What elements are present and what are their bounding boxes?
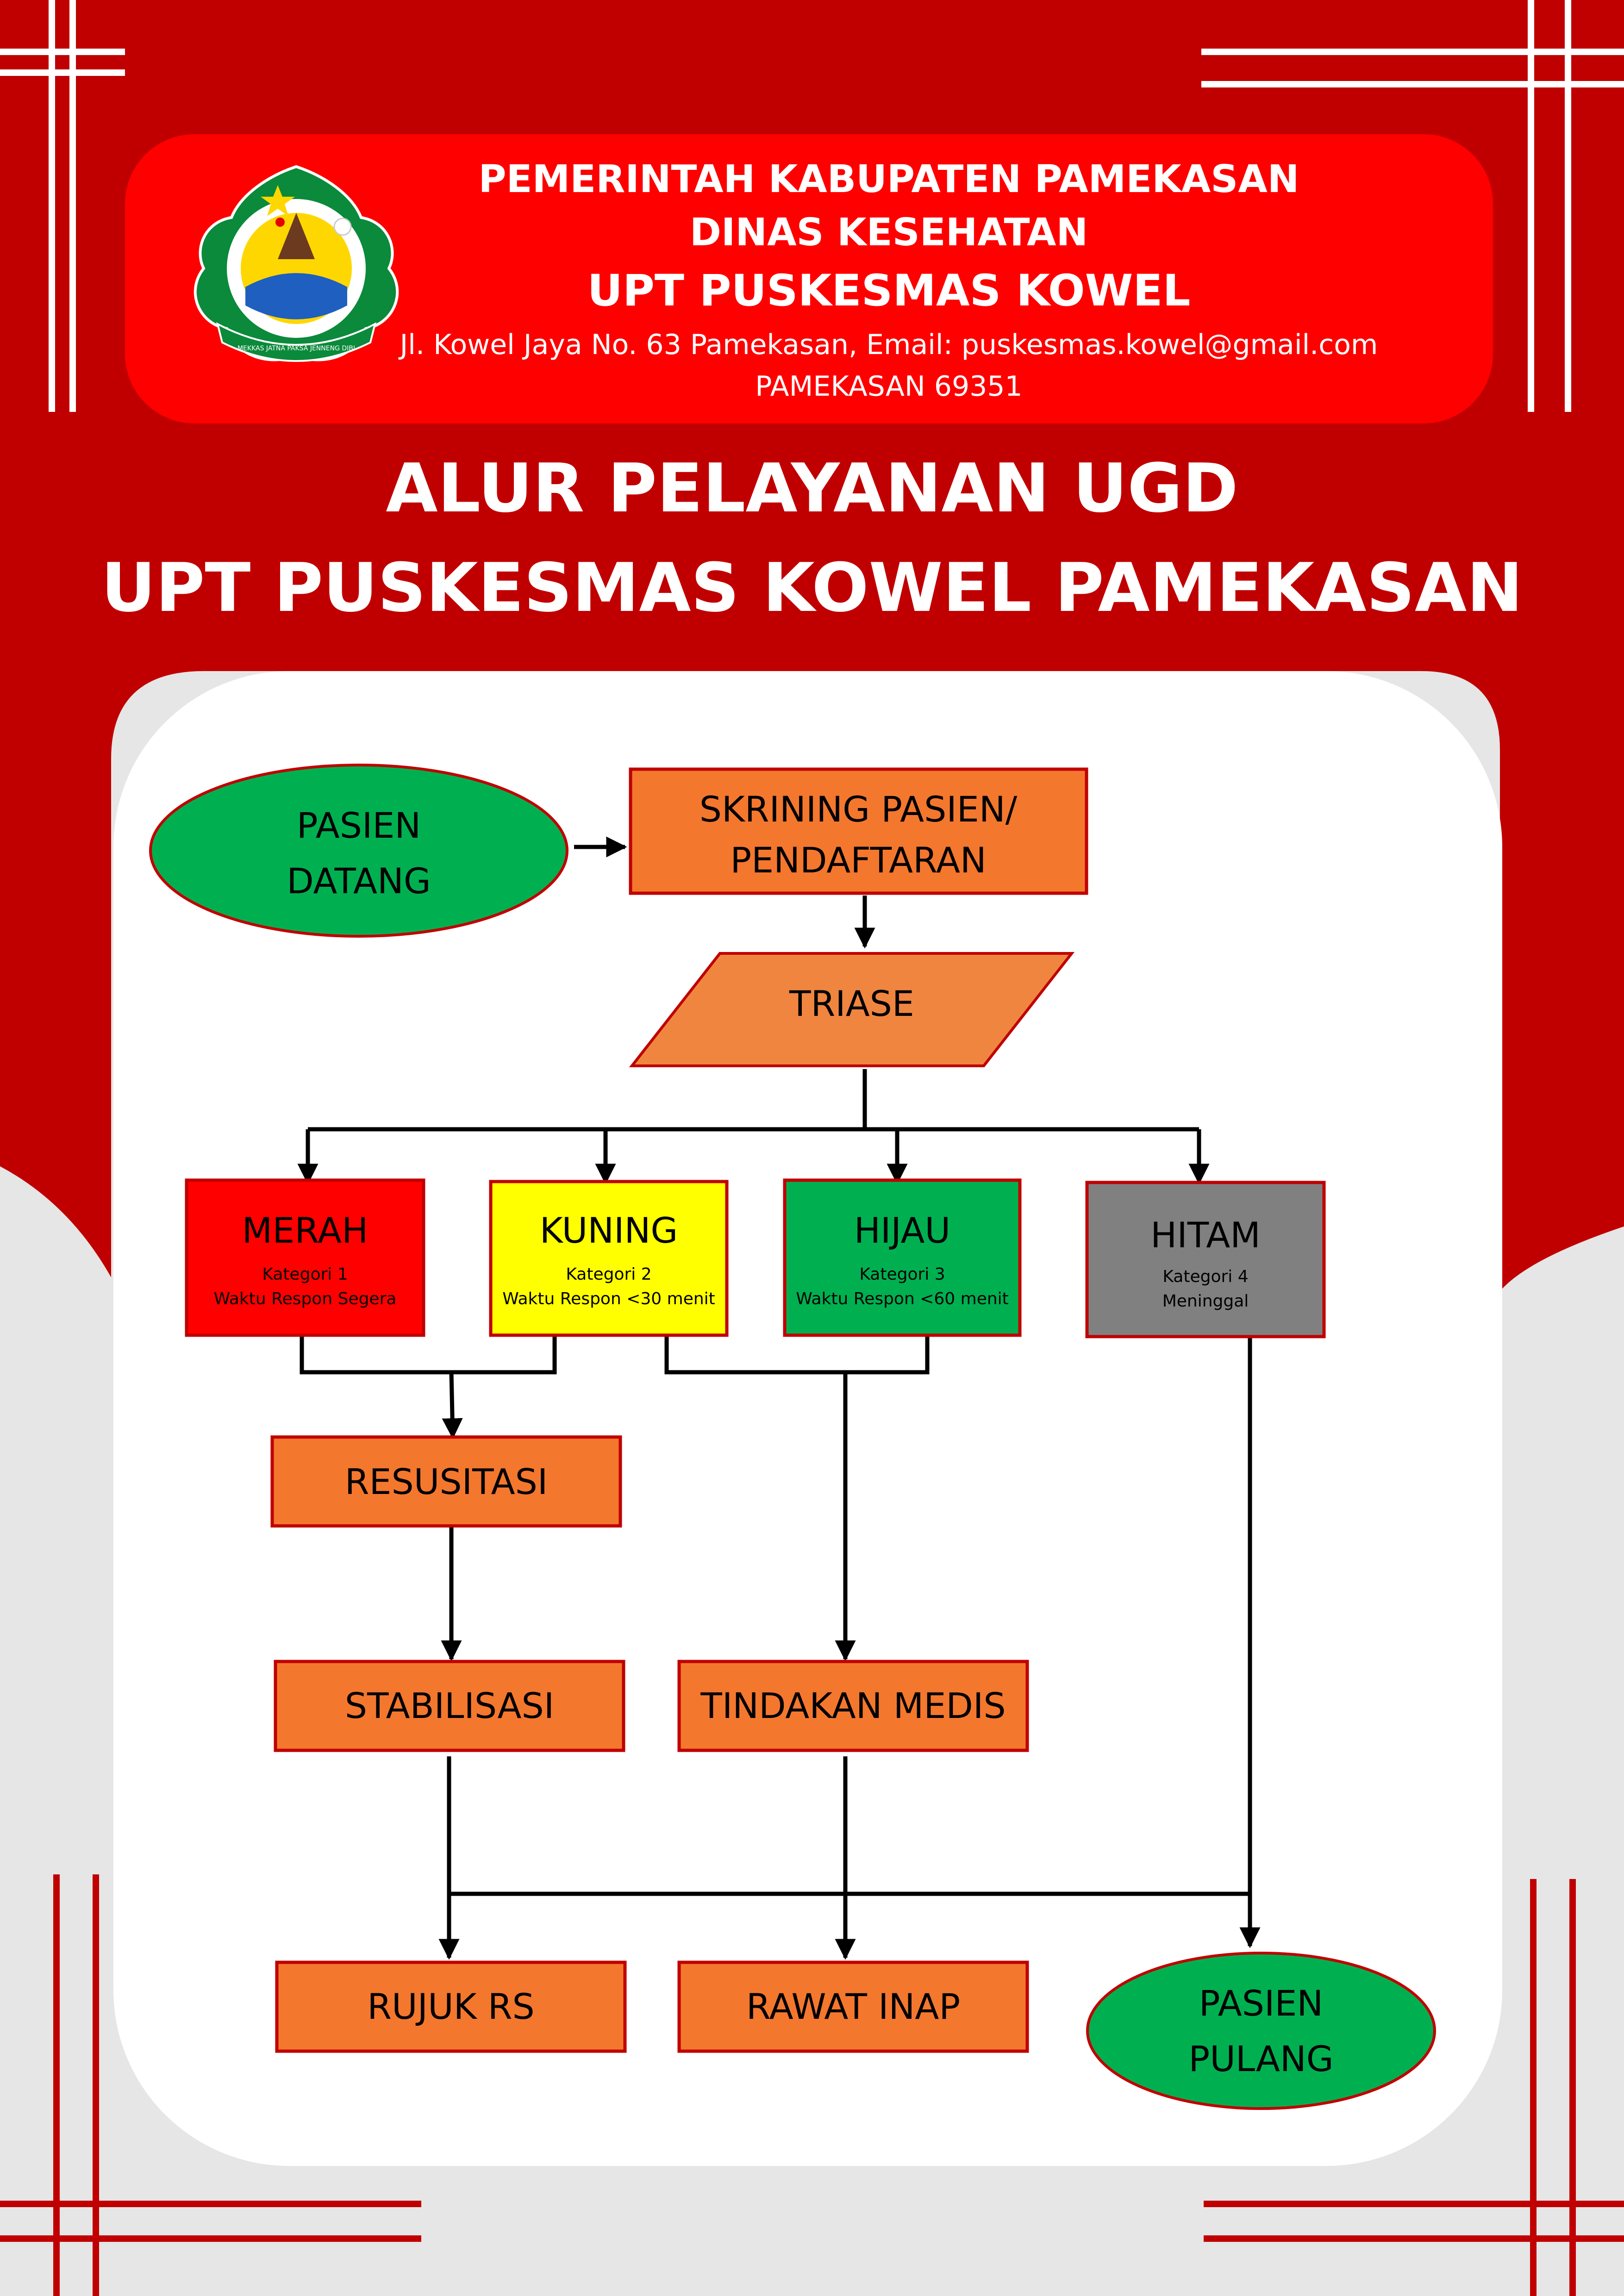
corner-lines-top-left <box>0 0 125 412</box>
header-line1: PEMERINTAH KABUPATEN PAMEKASAN <box>479 157 1299 201</box>
corner-lines-bottom-left <box>0 1874 421 2296</box>
node-rujuk-rs: RUJUK RS <box>275 1960 627 2053</box>
hitam-line1: Kategori 4 <box>1162 1267 1248 1286</box>
merah-line1: Kategori 1 <box>262 1265 348 1284</box>
kuning-title: KUNING <box>540 1210 678 1251</box>
node-rawat-inap: RAWAT INAP <box>677 1960 1029 2053</box>
hijau-title: HIJAU <box>854 1210 950 1251</box>
logo: MEKKAS JATNA PAKSA JENNENG DIBI <box>194 165 399 362</box>
tindakan-medis-label: TINDAKAN MEDIS <box>700 1685 1006 1726</box>
hijau-line1: Kategori 3 <box>859 1265 945 1284</box>
header-postal: PAMEKASAN 69351 <box>755 370 1022 403</box>
header-address: Jl. Kowel Jaya No. 63 Pamekasan, Email: … <box>398 329 1378 361</box>
node-hijau: HIJAU Kategori 3 Waktu Respon <60 menit <box>783 1178 1022 1337</box>
triase-label: TRIASE <box>789 983 914 1024</box>
header-banner <box>125 134 1493 423</box>
resusitasi-label: RESUSITASI <box>345 1461 548 1502</box>
node-skrining: SKRINING PASIEN/ PENDAFTARAN <box>629 767 1088 895</box>
header-line2: DINAS KESEHATAN <box>690 211 1088 255</box>
main-title-line1: ALUR PELAYANAN UGD <box>386 449 1238 528</box>
node-resusitasi: RESUSITASI <box>270 1435 622 1528</box>
pasien-datang-line2: DATANG <box>287 860 431 902</box>
skrining-line1: SKRINING PASIEN/ <box>700 789 1018 830</box>
hitam-line2: Meninggal <box>1162 1292 1249 1311</box>
node-stabilisasi: STABILISASI <box>274 1660 625 1752</box>
pasien-pulang-line2: PULANG <box>1188 2038 1333 2079</box>
rujuk-rs-label: RUJUK RS <box>367 1986 535 2027</box>
kuning-line1: Kategori 2 <box>566 1265 651 1284</box>
header-line3: UPT PUSKESMAS KOWEL <box>587 266 1191 316</box>
pasien-pulang-line1: PASIEN <box>1199 1983 1324 2024</box>
stabilisasi-label: STABILISASI <box>345 1685 554 1726</box>
merah-title: MERAH <box>242 1210 368 1251</box>
logo-banner-text: MEKKAS JATNA PAKSA JENNENG DIBI <box>237 345 355 352</box>
node-triase: TRIASE <box>629 952 1075 1067</box>
corner-lines-bottom-right <box>1204 1879 1624 2296</box>
node-tindakan-medis: TINDAKAN MEDIS <box>677 1660 1029 1752</box>
node-hitam: HITAM Kategori 4 Meninggal <box>1085 1181 1326 1338</box>
kuning-line2: Waktu Respon <30 menit <box>502 1289 715 1308</box>
node-pasien-datang: PASIEN DATANG <box>149 764 568 938</box>
rawat-inap-label: RAWAT INAP <box>746 1986 960 2027</box>
hijau-line2: Waktu Respon <60 menit <box>796 1289 1009 1308</box>
content-panel <box>113 671 1502 2166</box>
skrining-line2: PENDAFTARAN <box>730 840 986 881</box>
main-title-line2: UPT PUSKESMAS KOWEL PAMEKASAN <box>101 549 1523 627</box>
node-pasien-pulang: PASIEN PULANG <box>1086 1952 1436 2110</box>
merah-line2: Waktu Respon Segera <box>214 1289 397 1308</box>
node-kuning: KUNING Kategori 2 Waktu Respon <30 menit <box>489 1180 729 1337</box>
corner-lines-top-right <box>1201 0 1624 412</box>
pasien-datang-line1: PASIEN <box>297 805 421 846</box>
hitam-title: HITAM <box>1150 1214 1261 1256</box>
node-merah: MERAH Kategori 1 Waktu Respon Segera <box>185 1178 425 1337</box>
connectors <box>297 836 1261 1960</box>
